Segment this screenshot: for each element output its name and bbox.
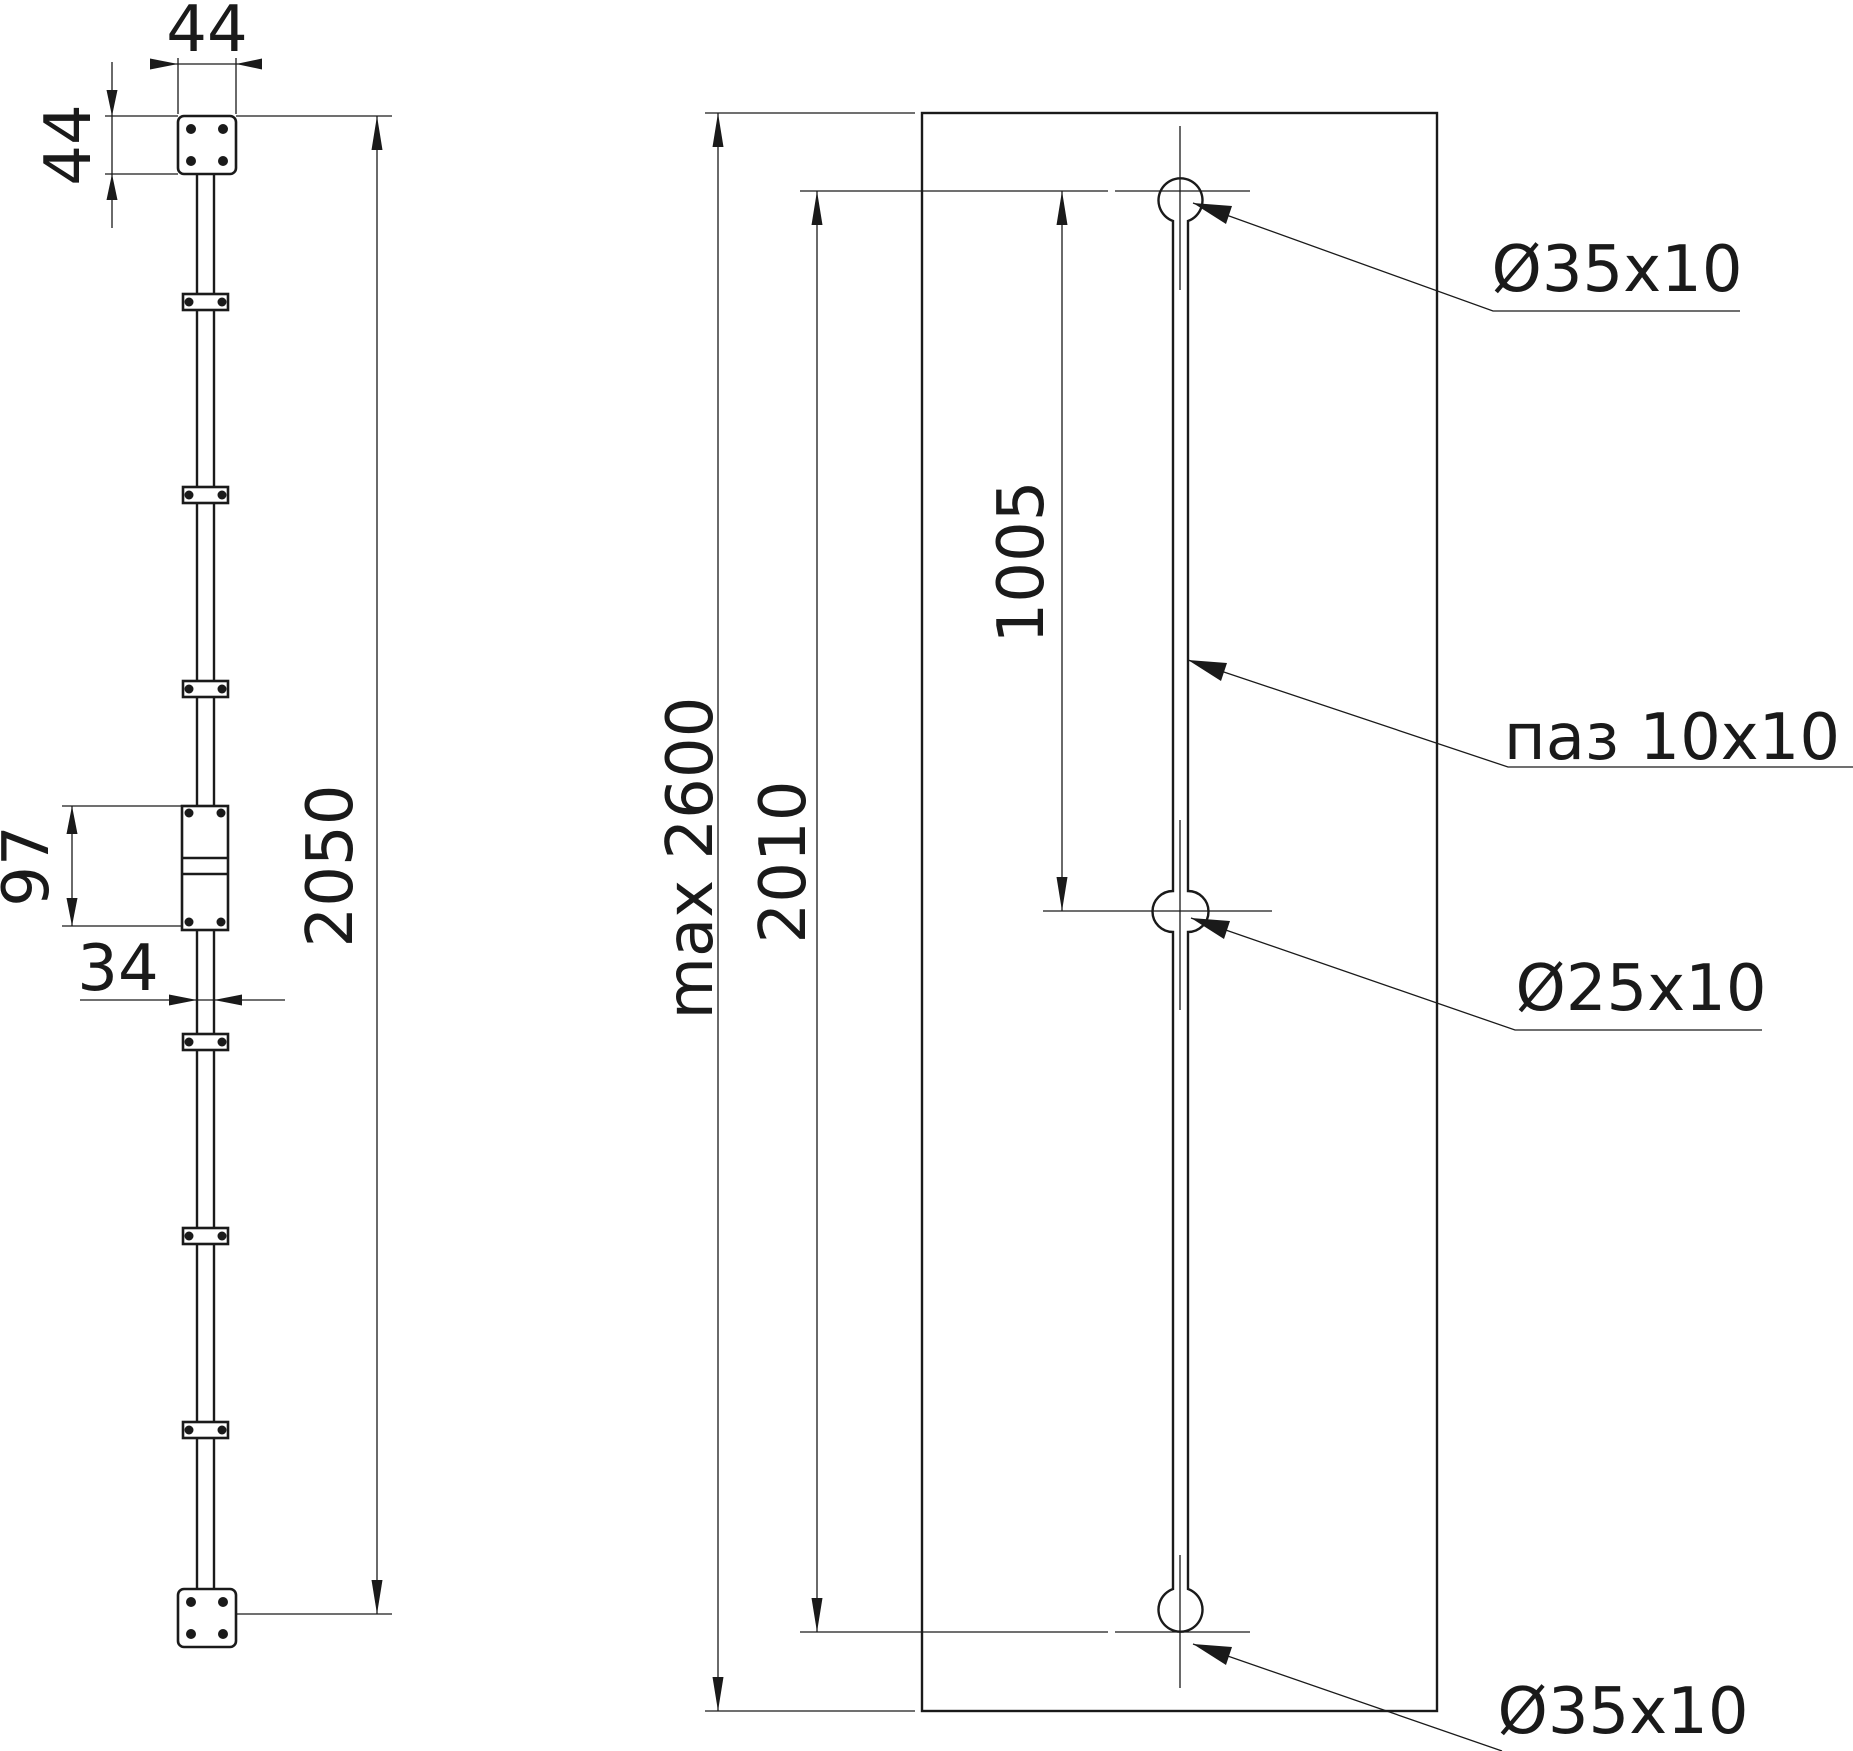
rod-guide-3 (181, 679, 230, 699)
dim-max-length: max 2600 (654, 112, 915, 1712)
max-length-label: max 2600 (654, 697, 728, 1020)
dim-plate-height: 44 (32, 62, 178, 228)
dim-total-length: 2050 (236, 115, 392, 1615)
rod-assembly-view: 44 44 2050 97 (0, 0, 392, 1649)
hole-spacing-label: 2010 (747, 781, 821, 944)
door-panel (920, 111, 1439, 1713)
plate-height-label: 44 (32, 104, 106, 185)
rod-guide-1 (181, 292, 230, 312)
leader-groove: паз 10x10 (1187, 659, 1853, 775)
bottom-mounting-plate (176, 1587, 238, 1649)
dim-half-spacing: 1005 (985, 191, 1150, 912)
top-mounting-plate (176, 114, 238, 176)
center-clamp-block (180, 804, 230, 932)
door-panel-view: max 2600 2010 1005 Ø35x10 (654, 111, 1853, 1751)
clamp-length-label: 97 (0, 825, 64, 906)
half-spacing-label: 1005 (985, 481, 1059, 644)
dim-rod-width: 34 (77, 932, 285, 1030)
dim-hole-spacing: 2010 (747, 190, 1108, 1633)
plate-width-label: 44 (166, 0, 247, 67)
leader-middle-hole: Ø25x10 (1190, 917, 1767, 1031)
rod-guide-6 (181, 1420, 230, 1440)
bottom-hole-label: Ø35x10 (1497, 1675, 1748, 1749)
dim-plate-width: 44 (150, 0, 262, 114)
rod-guide-5 (181, 1226, 230, 1246)
rod-guide-4 (181, 1032, 230, 1052)
leader-top-hole: Ø35x10 (1192, 202, 1743, 312)
rod-width-label: 34 (77, 932, 158, 1006)
rod-guide-2 (181, 485, 230, 505)
groove-channel (1151, 177, 1210, 1633)
center-lines (1115, 126, 1272, 1688)
total-length-label: 2050 (294, 785, 368, 948)
leader-bottom-hole: Ø35x10 (1192, 1643, 1749, 1751)
dim-clamp-length: 97 (0, 805, 182, 927)
middle-hole-label: Ø25x10 (1515, 952, 1766, 1026)
top-hole-label: Ø35x10 (1491, 233, 1742, 307)
groove-label: паз 10x10 (1504, 701, 1840, 775)
